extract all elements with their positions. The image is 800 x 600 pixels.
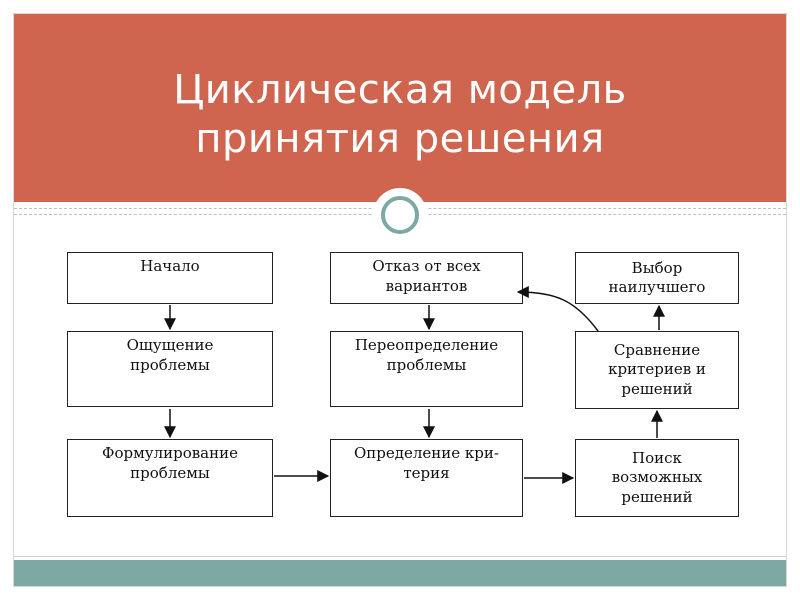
node-comparison: Сравнение критериев и решений bbox=[575, 331, 739, 409]
node-sensing: Ощущение проблемы bbox=[67, 331, 273, 407]
node-criteria: Определение кри- терия bbox=[330, 439, 523, 517]
node-redefinition: Переопределение проблемы bbox=[330, 331, 523, 407]
footer-divider bbox=[14, 556, 786, 557]
title-banner bbox=[14, 14, 786, 202]
slide-title: Циклическая модель принятия решения bbox=[173, 67, 627, 163]
node-formulating: Формулирование проблемы bbox=[67, 439, 273, 517]
ring-ornament-icon bbox=[381, 196, 419, 234]
node-search: Поиск возможных решений bbox=[575, 439, 739, 517]
node-start: Начало bbox=[67, 252, 273, 304]
edge-comparison-to-rejection bbox=[516, 286, 599, 332]
footer-bar bbox=[14, 560, 786, 586]
node-best-choice: Выбор наилучшего bbox=[575, 252, 739, 304]
node-rejection: Отказ от всех вариантов bbox=[330, 252, 523, 304]
